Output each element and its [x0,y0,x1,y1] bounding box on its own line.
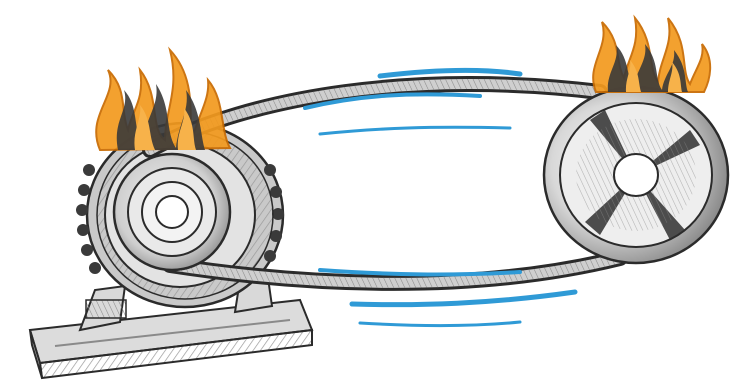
motor-base [30,300,312,378]
flame-icon [96,50,230,150]
flame-icon-right [593,18,710,92]
motor-pulley [114,154,230,270]
driven-pulley [544,87,728,263]
